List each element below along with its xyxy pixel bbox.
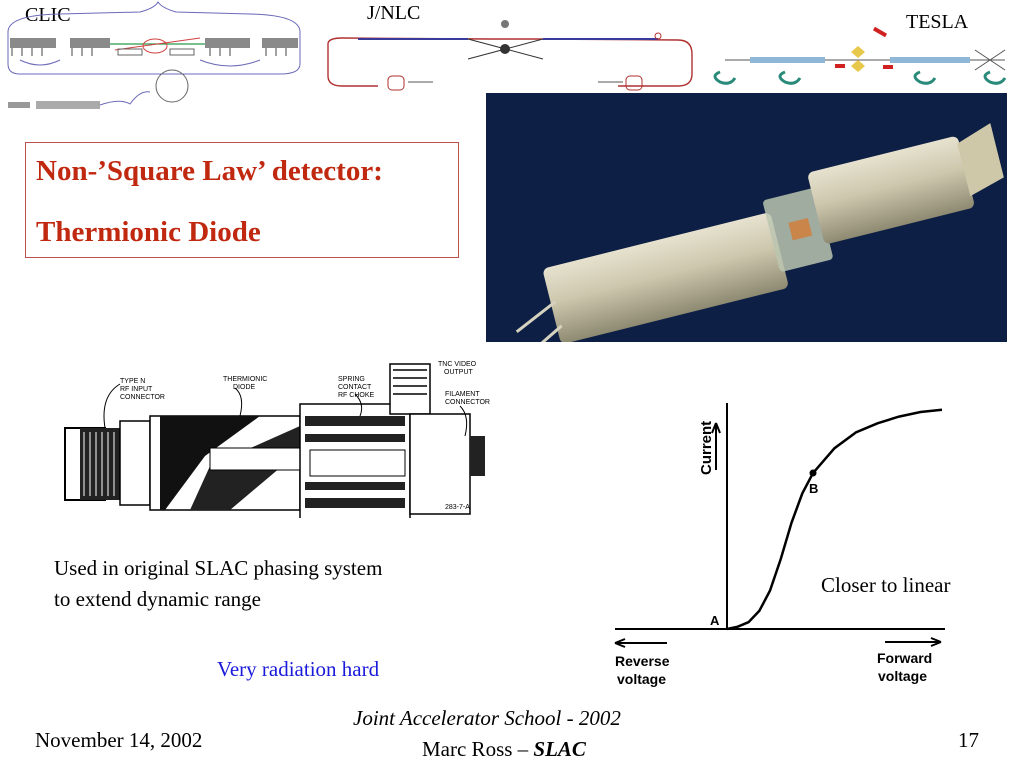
y-axis-label: Current bbox=[698, 421, 715, 475]
forward-arrow bbox=[885, 637, 942, 647]
tesla-label: TESLA bbox=[906, 11, 969, 33]
point-a-label: A bbox=[710, 613, 720, 628]
footer-author-name: Marc Ross – bbox=[422, 737, 534, 761]
point-b-label: B bbox=[809, 481, 818, 496]
tesla-layout-diagram bbox=[713, 26, 1007, 85]
slide-title-line1: Non-’Square Law’ detector: bbox=[36, 155, 383, 187]
caption-line2: to extend dynamic range bbox=[54, 587, 262, 611]
clic-layout-diagram bbox=[7, 1, 301, 109]
radiation-hard-note: Very radiation hard bbox=[217, 657, 380, 681]
footer-date: November 14, 2002 bbox=[35, 728, 203, 752]
jnlc-label: J/NLC bbox=[367, 2, 421, 24]
iv-curve bbox=[726, 408, 943, 631]
footer-school: Joint Accelerator School - 2002 bbox=[353, 706, 621, 730]
slide-title-line2: Thermionic Diode bbox=[36, 216, 261, 248]
reverse-arrow bbox=[614, 638, 667, 648]
thermionic-diode-photo bbox=[486, 93, 1007, 342]
footer-author: Marc Ross – SLAC bbox=[422, 737, 586, 762]
footer-org: SLAC bbox=[533, 737, 586, 761]
schematic-figure-number: 283-7-A bbox=[445, 504, 470, 511]
closer-to-linear-note: Closer to linear bbox=[821, 573, 951, 597]
caption-line1: Used in original SLAC phasing system bbox=[54, 556, 383, 580]
title-box bbox=[25, 142, 459, 258]
jnlc-layout-diagram bbox=[327, 20, 693, 91]
point-b-marker bbox=[809, 469, 817, 477]
current-arrow bbox=[711, 422, 721, 470]
footer-page-number: 17 bbox=[958, 728, 979, 752]
